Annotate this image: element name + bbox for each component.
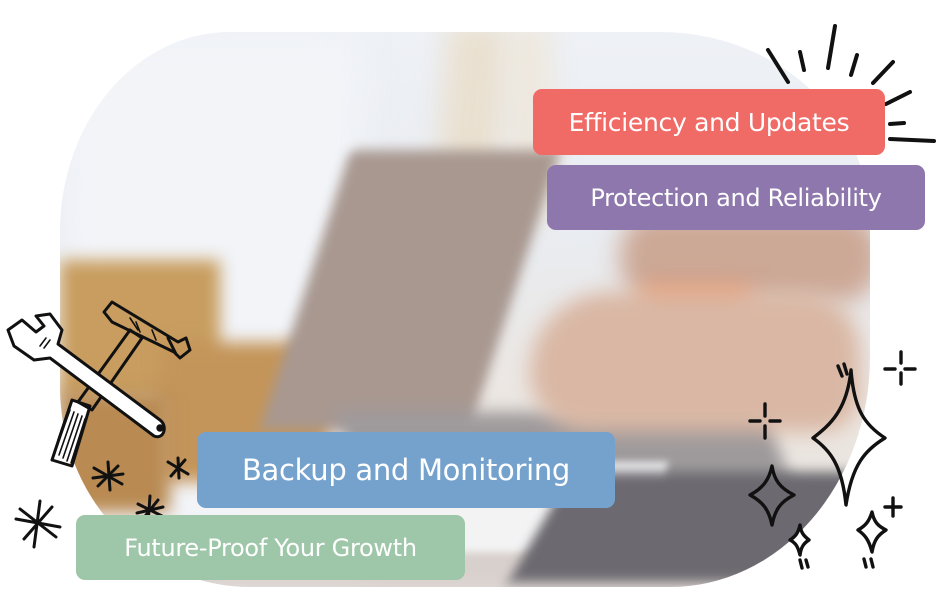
wrench-and-hammer-icon (6, 300, 192, 468)
label-backup-and-monitoring: Backup and Monitoring (197, 432, 615, 508)
asterisk-sparkle-icon (14, 456, 190, 549)
hand (530, 292, 860, 432)
sunburst-lines-icon (766, 24, 936, 143)
label-future-proof-your-growth: Future-Proof Your Growth (76, 515, 465, 580)
sparkle-stars-icon (748, 350, 917, 570)
label-efficiency-and-updates: Efficiency and Updates (533, 89, 885, 155)
label-protection-and-reliability: Protection and Reliability (547, 165, 925, 230)
